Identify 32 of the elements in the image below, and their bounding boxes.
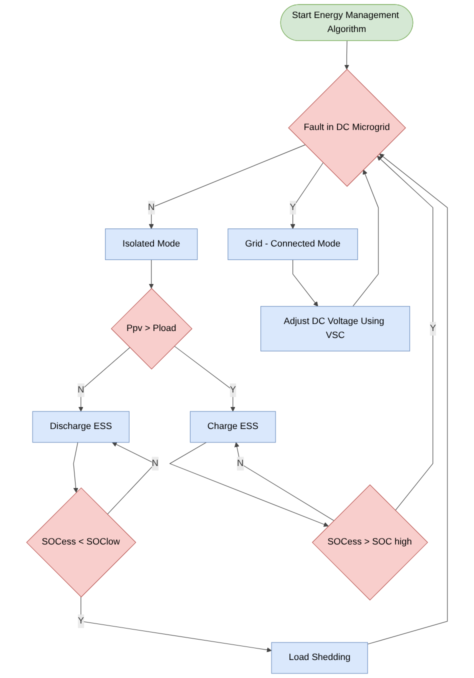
edge-label: N xyxy=(236,458,244,468)
arrow xyxy=(78,347,130,412)
node-diamond: Ppv > Pload xyxy=(110,288,192,370)
node-box: Grid - Connected Mode xyxy=(228,228,358,260)
edge-label: Y xyxy=(230,385,236,395)
arrow xyxy=(148,144,306,230)
edge-label: N xyxy=(78,385,84,395)
node-diamond: Fault in DC Microgrid xyxy=(288,68,406,187)
node-diamond: SOCess < SOClow xyxy=(26,487,136,598)
edge-label: Y xyxy=(430,324,436,334)
arrow xyxy=(352,170,379,307)
arrow xyxy=(148,259,154,289)
edge-label: N xyxy=(152,458,158,468)
arrow xyxy=(367,154,448,644)
node-box: Charge ESS xyxy=(190,411,276,443)
edge-label: Y xyxy=(78,616,84,626)
arrow xyxy=(290,162,324,230)
edge-label: N xyxy=(148,202,155,212)
node-box: Adjust DC Voltage Using VSC xyxy=(260,306,410,352)
node-box: Load Shedding xyxy=(271,642,368,674)
arrow xyxy=(344,40,350,70)
arrow xyxy=(80,596,272,652)
arrow xyxy=(234,442,334,521)
node-box: Discharge ESS xyxy=(32,411,130,443)
arrow xyxy=(292,259,318,307)
arrow xyxy=(73,442,78,493)
arrow xyxy=(174,346,236,412)
arrow xyxy=(169,442,329,527)
node-diamond: SOCess > SOC high xyxy=(312,484,428,600)
edge-label: Y xyxy=(290,202,296,212)
arrow xyxy=(376,156,434,511)
node-box: Isolated Mode xyxy=(105,228,198,260)
